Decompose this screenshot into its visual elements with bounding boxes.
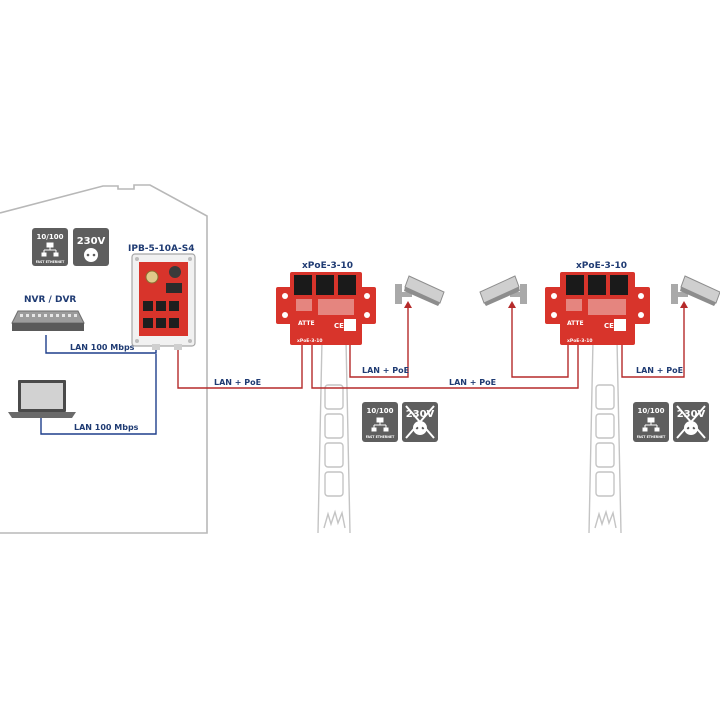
pole2-ethernet-badge: 10/100 FAST ETHERNET (633, 402, 669, 442)
xpoe-right-board: ATTE CE xPoE-3-10 (545, 272, 650, 345)
poe-line-xpoe-xpoe (311, 339, 579, 389)
ipb-label: IPB-5-10A-S4 (128, 244, 195, 254)
pole1-voltage: 230V (406, 409, 435, 420)
xpoe-left-ce: CE (334, 322, 344, 330)
pole1-no-voltage-badge: 230V (402, 402, 438, 442)
cross-out-icon (676, 405, 706, 439)
poe-line-xpoe-cam-left (349, 307, 409, 378)
link-label-xpoe-cam-right: LAN + PoE (636, 366, 683, 375)
xpoe-left-board: ATTE CE xPoE-3-10 (276, 272, 376, 345)
xpoe-left-marking: xPoE-3-10 (297, 338, 323, 344)
pole2-no-voltage-badge: 230V (673, 402, 709, 442)
pole-right (588, 339, 622, 534)
camera-left-icon (395, 275, 445, 306)
pole-left (317, 339, 351, 534)
poe-line-xpoe-cam-mid (511, 307, 569, 378)
link-label-nvr: LAN 100 Mbps (70, 343, 135, 352)
nvr-dvr-label: NVR / DVR (24, 295, 76, 305)
pole1-eth-sub: FAST ETHERNET (366, 435, 395, 439)
pole2-eth-speed: 10/100 (638, 407, 665, 415)
house-eth-speed: 10/100 (37, 233, 64, 241)
xpoe-right-ce: CE (604, 322, 614, 330)
link-label-xpoe-xpoe: LAN + PoE (449, 378, 496, 387)
pole2-voltage: 230V (677, 409, 706, 420)
laptop-icon (8, 380, 76, 418)
poe-line-ipb-xpoe (177, 339, 303, 389)
link-label-xpoe-cam-left: LAN + PoE (362, 366, 409, 375)
pole2-eth-sub: FAST ETHERNET (637, 435, 666, 439)
camera-right-icon (671, 275, 720, 306)
house-outline (0, 184, 208, 534)
ipb-enclosure (131, 253, 196, 350)
lan-line-laptop (40, 354, 157, 435)
house-eth-sub: FAST ETHERNET (36, 260, 65, 264)
arrow-icon (404, 301, 412, 308)
network-icon (371, 417, 389, 432)
link-label-laptop: LAN 100 Mbps (74, 423, 139, 432)
network-icon (642, 417, 660, 432)
cross-out-icon (405, 405, 435, 439)
pole1-ethernet-badge: 10/100 FAST ETHERNET (362, 402, 398, 442)
arrow-icon (680, 301, 688, 308)
xpoe-right-label: xPoE-3-10 (576, 261, 627, 271)
xpoe-left-brand: ATTE (298, 320, 315, 327)
pole1-eth-speed: 10/100 (367, 407, 394, 415)
camera-mid-icon (479, 275, 527, 306)
arrow-icon (508, 301, 516, 308)
xpoe-right-brand: ATTE (567, 320, 584, 327)
nvr-dvr-icon (11, 310, 85, 331)
xpoe-right-marking: xPoE-3-10 (567, 338, 593, 344)
link-label-ipb-xpoe: LAN + PoE (214, 378, 261, 387)
network-icon (41, 242, 59, 257)
xpoe-left-label: xPoE-3-10 (302, 261, 353, 271)
poe-line-xpoe-cam-right (621, 307, 685, 378)
power-socket-icon (84, 248, 98, 262)
house-voltage: 230V (77, 236, 106, 247)
poe-lines (177, 307, 685, 389)
house-ethernet-badge: 10/100 FAST ETHERNET (32, 228, 68, 266)
house-voltage-badge: 230V (73, 228, 109, 266)
